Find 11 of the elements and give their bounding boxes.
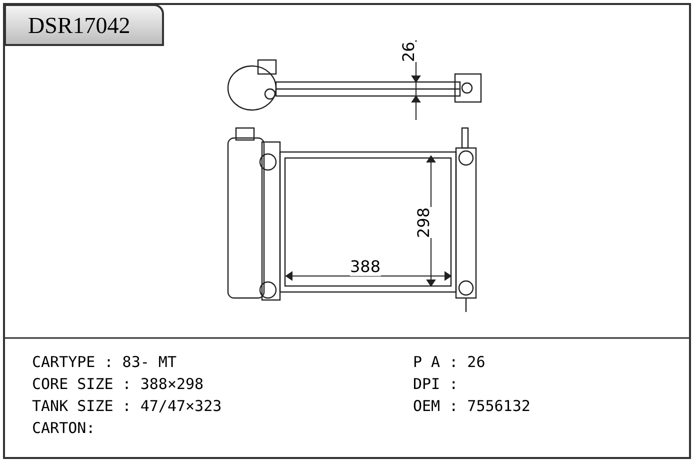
spec-text: TANK SIZE : 47/47×323 [32, 397, 222, 415]
spec-text: CORE SIZE : 388×298 [32, 375, 204, 393]
spec-text: CARTYPE : 83- MT [32, 353, 176, 371]
part-number-heading: DSR17042 [4, 4, 164, 46]
dimension-label: 388 [350, 258, 381, 276]
dimension-label: 26 [400, 42, 418, 62]
spec-text: DPI : [413, 375, 458, 393]
spec-text: CARTON: [32, 419, 96, 437]
spec-text: OEM : 7556132 [413, 397, 530, 415]
spec-text: P A : 26 [413, 353, 486, 371]
dimension-label: 298 [415, 207, 433, 238]
